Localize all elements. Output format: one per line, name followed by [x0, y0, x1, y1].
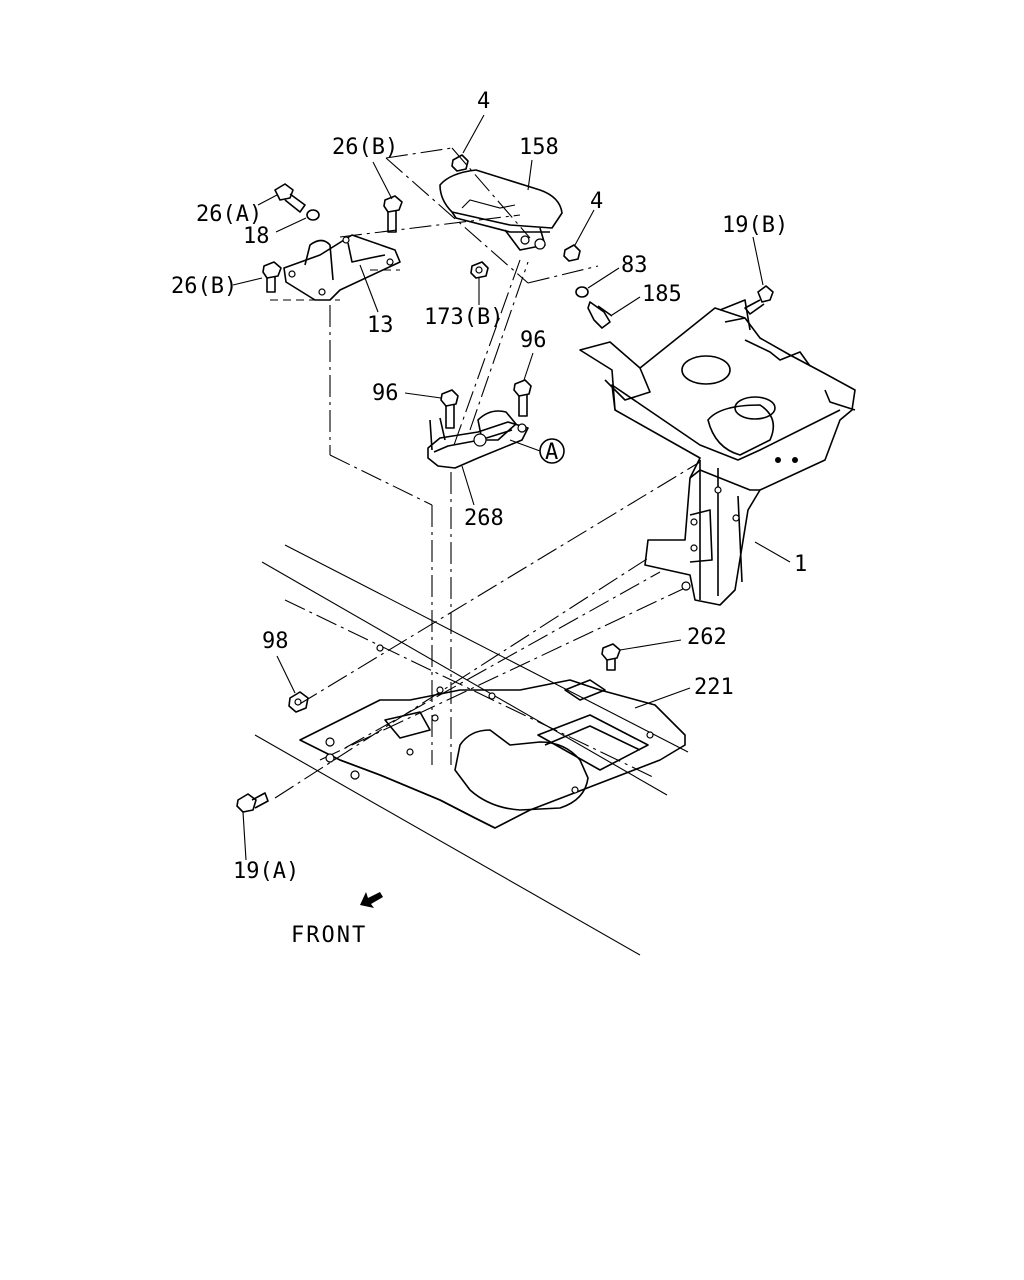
callout-4-top: 4: [477, 89, 490, 114]
part-262-bolt: [601, 643, 621, 671]
part-221-floor-plate: [299, 644, 686, 829]
callout-83: 83: [621, 253, 648, 278]
callout-26b-left: 26(B): [171, 274, 237, 299]
callout-96-left: 96: [372, 381, 399, 406]
part-96-bolt-right: [513, 379, 532, 417]
assembly-lines: [270, 147, 701, 799]
part-158-console-cover: [439, 169, 563, 251]
part-4-nut-top: [451, 154, 469, 172]
part-18-washer: [306, 209, 320, 221]
part-268-base: [427, 410, 529, 469]
part-19b-bolt: [744, 285, 774, 315]
callout-221: 221: [694, 675, 734, 700]
part-1-support-bracket: [579, 299, 856, 606]
callout-18: 18: [243, 224, 270, 249]
guide-lines: [254, 544, 689, 956]
callout-268: 268: [464, 506, 504, 531]
marker-a-label: A: [545, 440, 558, 465]
callout-4-right: 4: [590, 189, 603, 214]
front-label: FRONT: [291, 923, 367, 948]
callout-262: 262: [687, 625, 727, 650]
callout-26b-top: 26(B): [332, 135, 398, 160]
front-arrow-icon: [360, 892, 383, 908]
callout-labels: 4 158 26(B) 4 26(A) 18 19(B) 83 26(B) 18…: [171, 89, 807, 948]
callout-1: 1: [794, 552, 807, 577]
part-185-pin: [587, 301, 613, 329]
callout-185: 185: [642, 282, 682, 307]
part-96-bolt-left: [440, 389, 459, 429]
part-26b-bolt-left: [262, 261, 282, 293]
part-173b-nut: [470, 261, 489, 279]
callout-19a: 19(A): [233, 859, 299, 884]
leader-lines: [232, 114, 791, 861]
callout-26a: 26(A): [196, 202, 262, 227]
part-13-bracket: [283, 234, 401, 301]
part-26b-bolt-top: [383, 195, 403, 233]
callout-173b: 173(B): [424, 305, 503, 330]
callout-158: 158: [519, 135, 559, 160]
part-4-nut-right: [563, 244, 581, 262]
part-19a-bolt: [236, 792, 269, 813]
part-98-nut: [288, 691, 309, 713]
callout-19b: 19(B): [722, 213, 788, 238]
part-83-washer: [575, 286, 589, 298]
callout-98: 98: [262, 629, 289, 654]
callout-96-right: 96: [520, 328, 547, 353]
callout-13: 13: [367, 313, 394, 338]
part-26a-bolt: [274, 183, 306, 213]
